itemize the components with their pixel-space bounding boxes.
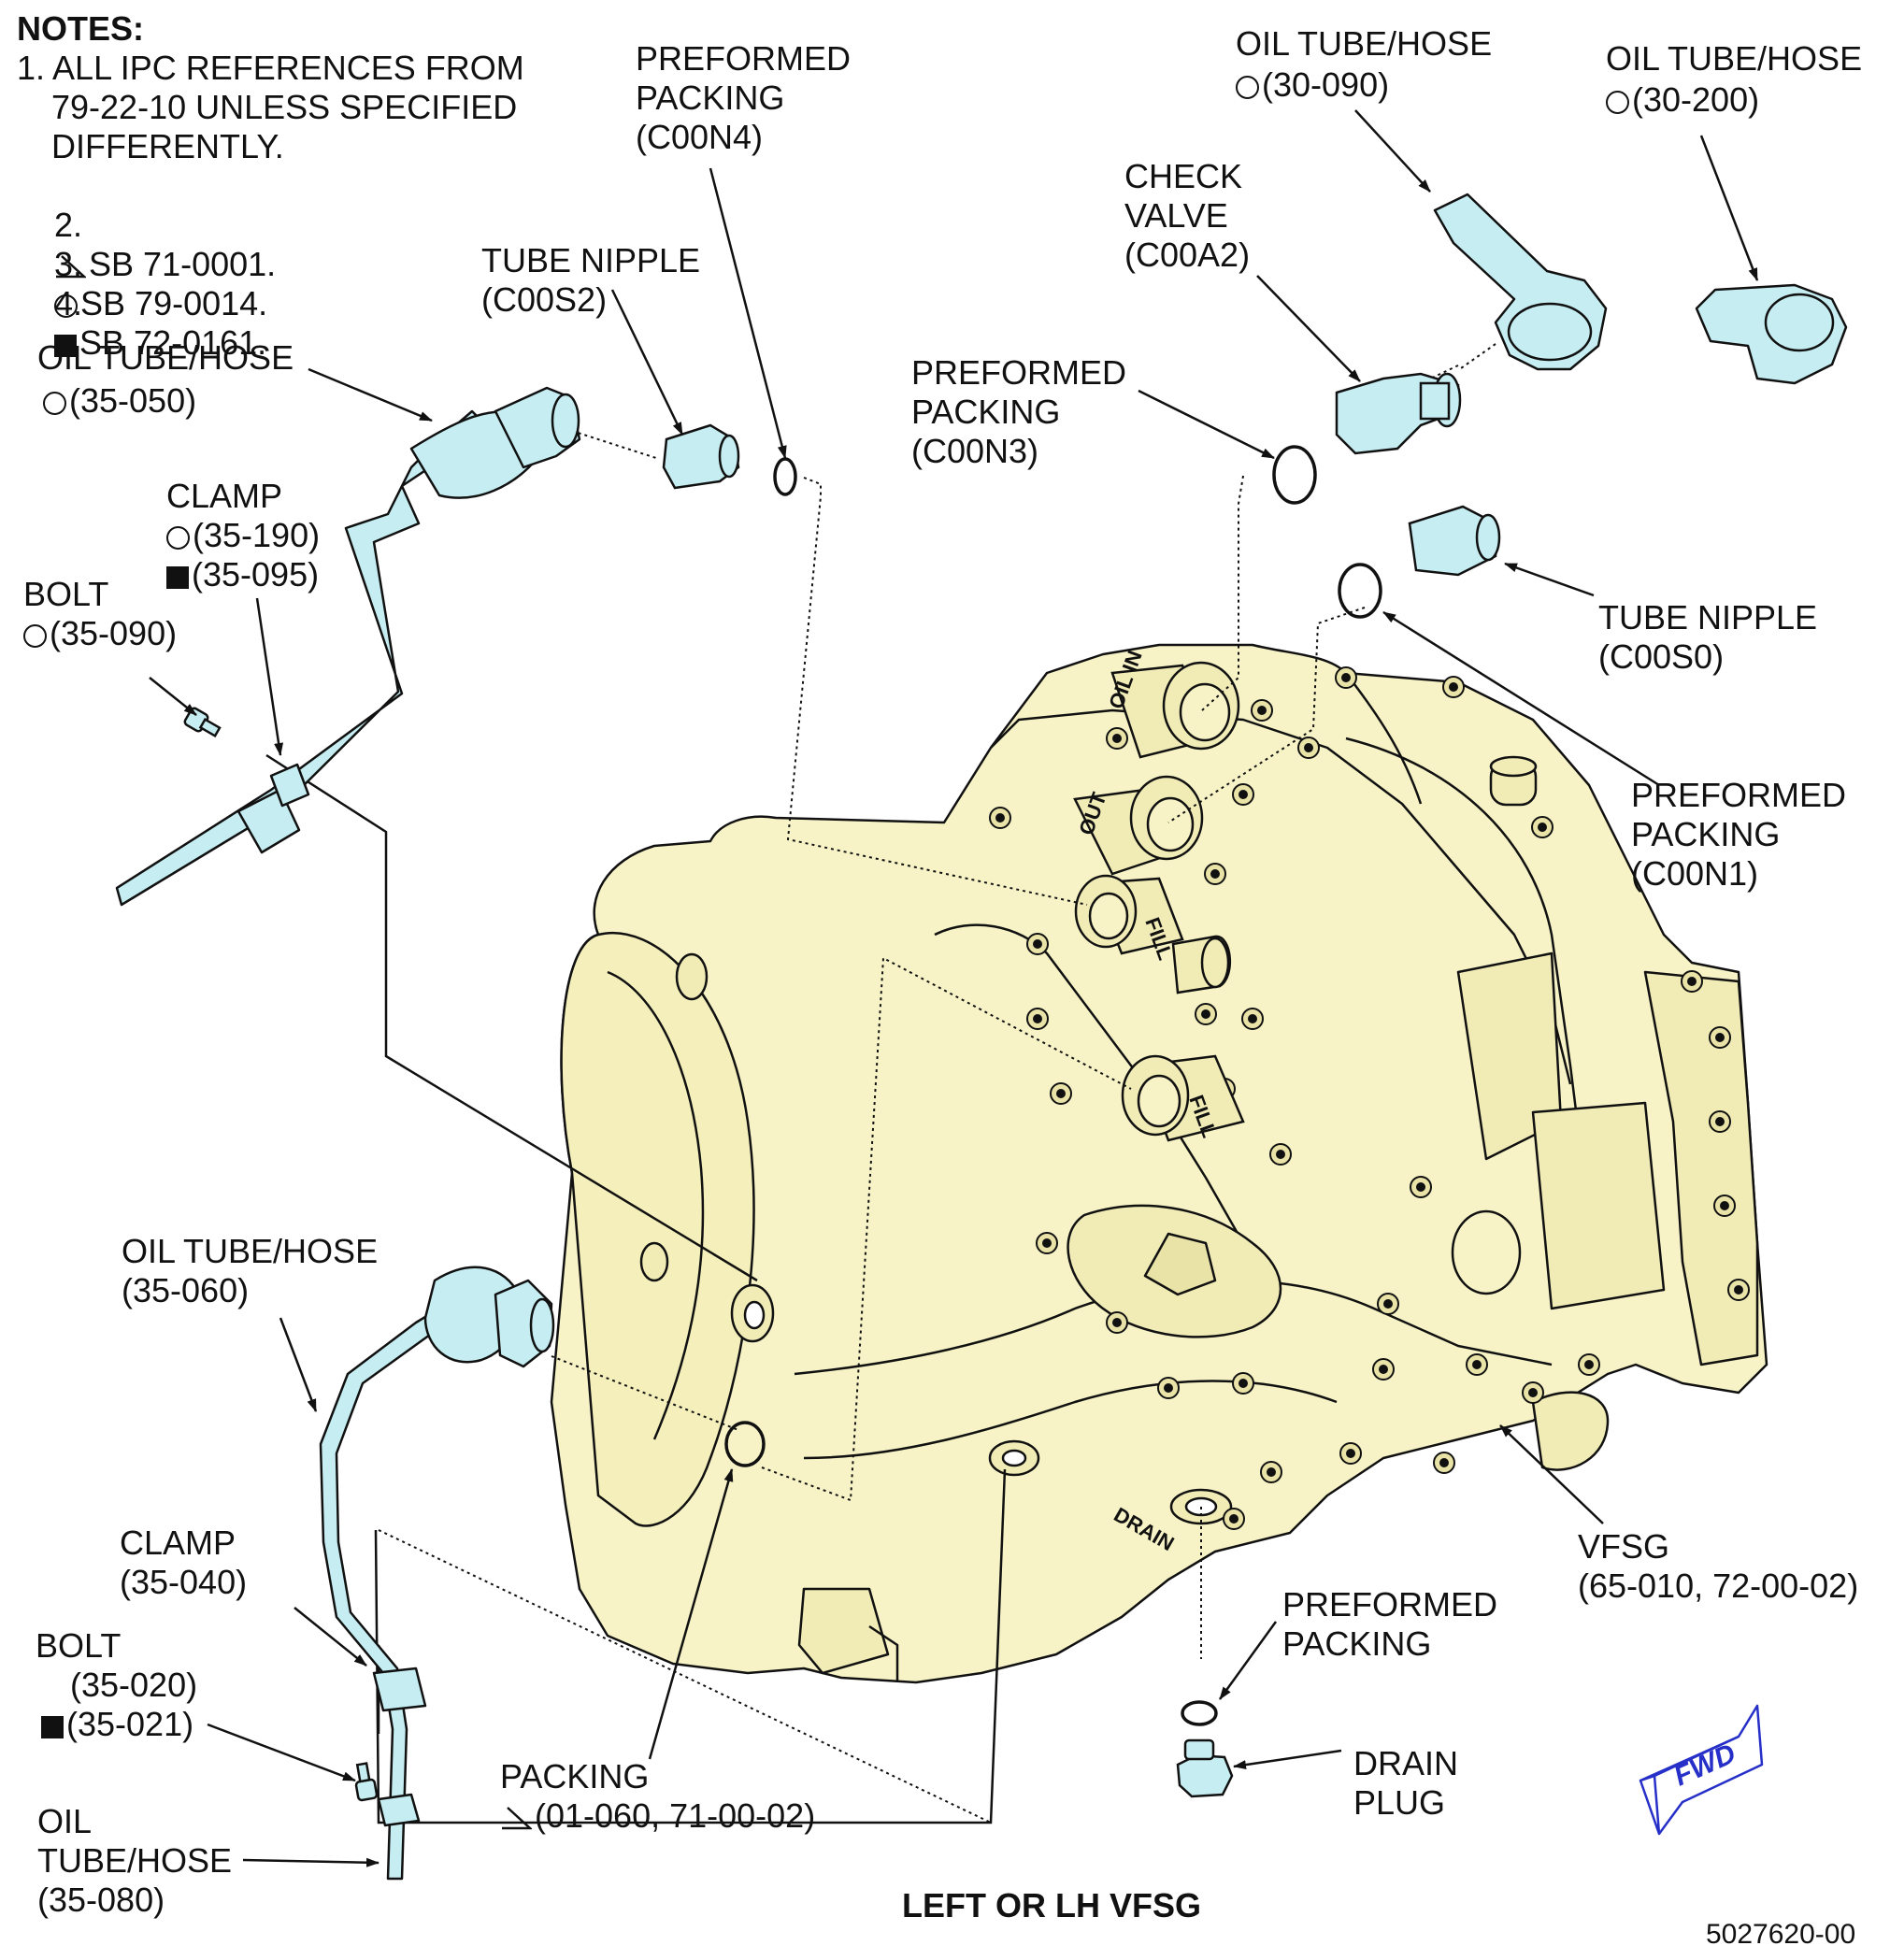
circle-effectivity-icon <box>54 294 79 318</box>
fwd-arrow-icon <box>1639 1704 1764 1836</box>
housing-bolt-center <box>1538 823 1547 832</box>
housing-bolt-center <box>1239 790 1248 799</box>
tube-35-060 <box>319 1302 455 1881</box>
housing-bolt-center <box>1229 1514 1239 1524</box>
packing-c00n4 <box>773 457 797 496</box>
packings <box>724 445 1382 1726</box>
circle-effectivity-icon <box>166 526 190 550</box>
note-4: 4. SB 72-0161. <box>54 284 267 362</box>
oil-tubes <box>115 193 1848 1881</box>
callout-arrows <box>149 109 1759 1867</box>
housing-bolt-center <box>1164 1383 1173 1393</box>
housing-bolt-center <box>1276 1150 1285 1159</box>
housing-bolt-center <box>1248 1014 1257 1023</box>
housing-bolt-center <box>1042 1238 1052 1248</box>
housing-bolt-center <box>1033 939 1042 949</box>
housing-bolt-center <box>1112 1318 1122 1327</box>
housing-bolt-center <box>1715 1117 1725 1126</box>
housing-bolt-center <box>1379 1365 1388 1374</box>
housing-bolt-center <box>1239 1379 1248 1388</box>
bolt-35-090 <box>183 707 222 738</box>
bolt-35-020 <box>354 1762 379 1802</box>
figure-number: 5027620-00 <box>1706 1919 1856 1950</box>
fittings <box>183 372 1501 1802</box>
circle-effectivity-icon <box>1606 91 1629 114</box>
sb-triangle-icon <box>502 1807 532 1830</box>
note-1-line-3: DIFFERENTLY. <box>51 127 284 165</box>
square-effectivity-icon <box>54 335 78 357</box>
housing-bolt-center <box>1304 743 1313 752</box>
housing-bolt-center <box>1257 706 1267 715</box>
housing-bolt-center <box>1720 1201 1729 1210</box>
housing-bolt-center <box>1383 1299 1393 1309</box>
note-2: 2. SB 71-0001. <box>54 206 277 283</box>
housing-bolt-center <box>1687 977 1697 986</box>
note-3: 3. SB 79-0014. <box>54 245 268 322</box>
housing-bolt-center <box>1056 1089 1066 1098</box>
housing-bolt-center <box>1341 673 1351 682</box>
notes-title: NOTES: <box>17 9 145 48</box>
housing-bolt-center <box>1033 1014 1042 1023</box>
housing-bolt-center <box>1210 869 1220 879</box>
housing-bolt-center <box>1472 1360 1482 1369</box>
packing-c00n1 <box>1338 563 1382 619</box>
housing-ports <box>1073 661 1538 1142</box>
housing-bolt-center <box>1201 1009 1210 1019</box>
square-effectivity-icon <box>166 566 189 589</box>
sb-triangle-icon <box>56 255 87 279</box>
housing-bolt-center <box>995 813 1005 823</box>
housing-bolt-center <box>1112 734 1122 743</box>
packing-drain <box>1181 1700 1218 1726</box>
housing-bolt-center <box>1449 682 1458 692</box>
housing-bolt-center <box>1346 1449 1355 1458</box>
housing-bolt-center <box>1439 1458 1449 1467</box>
housing-bolt-center <box>1528 1388 1538 1397</box>
housing-bolt-center <box>1734 1285 1743 1295</box>
packing-c00n3 <box>1272 445 1317 505</box>
housing-bolt-center <box>1267 1467 1276 1477</box>
circle-effectivity-icon <box>43 392 66 415</box>
housing-bolt-center <box>1416 1182 1425 1192</box>
circle-effectivity-icon <box>23 624 47 648</box>
square-effectivity-icon <box>41 1716 64 1738</box>
note-1-line-2: 79-22-10 UNLESS SPECIFIED <box>51 88 518 126</box>
housing-bolt-center <box>1584 1360 1594 1369</box>
note-1-line-1: 1. ALL IPC REFERENCES FROM <box>17 49 524 87</box>
housing-bolt-center <box>1715 1033 1725 1042</box>
view-title: LEFT OR LH VFSG <box>902 1886 1201 1924</box>
circle-effectivity-icon <box>1236 76 1259 99</box>
packing-01-060 <box>724 1421 766 1467</box>
drain-plug <box>1176 1753 1234 1798</box>
